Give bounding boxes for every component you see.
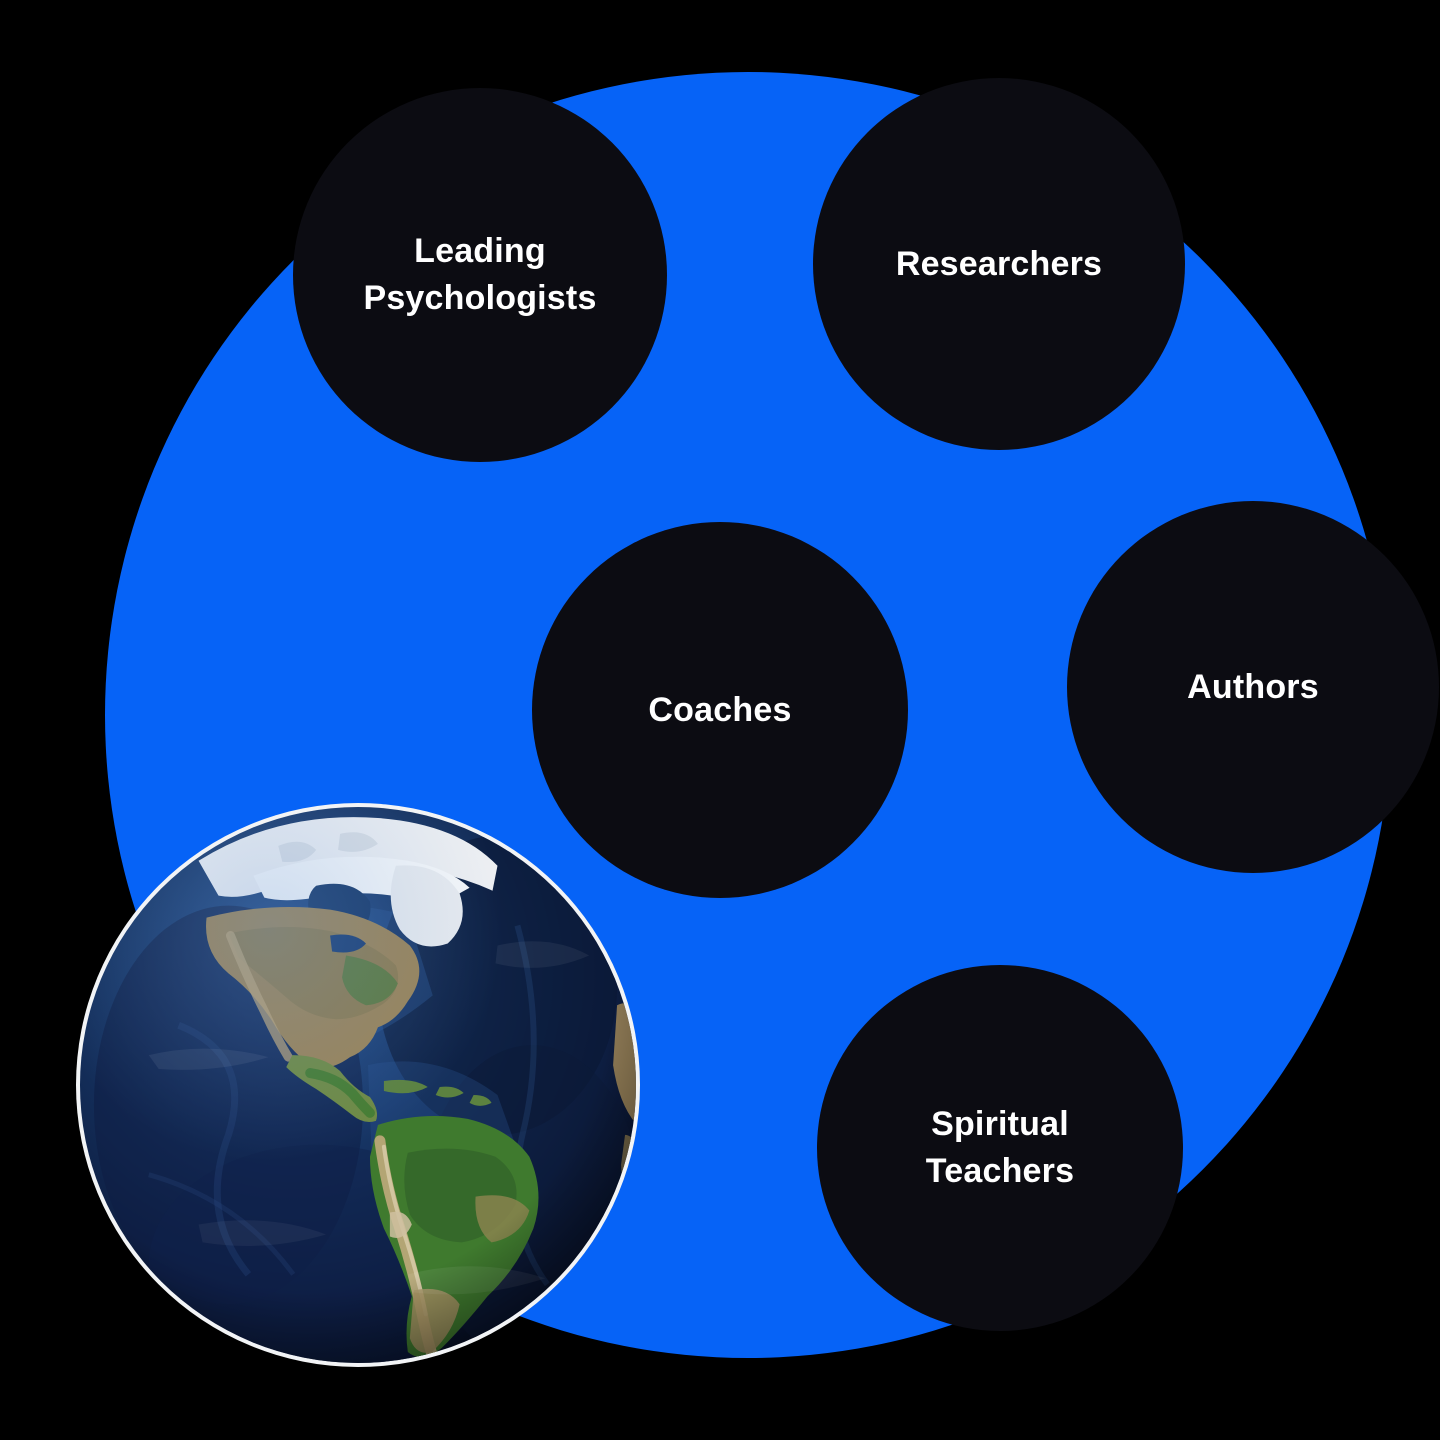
bubble-researchers[interactable]: Researchers: [813, 78, 1185, 450]
globe-earth-icon: [79, 806, 637, 1364]
bubble-label-researchers: Researchers: [895, 244, 1103, 283]
earth-globe: [76, 803, 640, 1367]
bubble-leading-psychologists[interactable]: Leading Psychologists: [293, 88, 667, 462]
bubble-label-leading-psychologists: Leading Psychologists: [363, 232, 597, 317]
bubble-label-spiritual-teachers: Spiritual Teachers: [925, 1105, 1075, 1190]
bubble-authors[interactable]: Authors: [1067, 501, 1439, 873]
bubble-coaches[interactable]: Coaches: [532, 522, 908, 898]
bubble-label-authors: Authors: [1187, 667, 1319, 706]
bubble-label-coaches: Coaches: [648, 690, 792, 729]
bubble-spiritual-teachers[interactable]: Spiritual Teachers: [817, 965, 1183, 1331]
